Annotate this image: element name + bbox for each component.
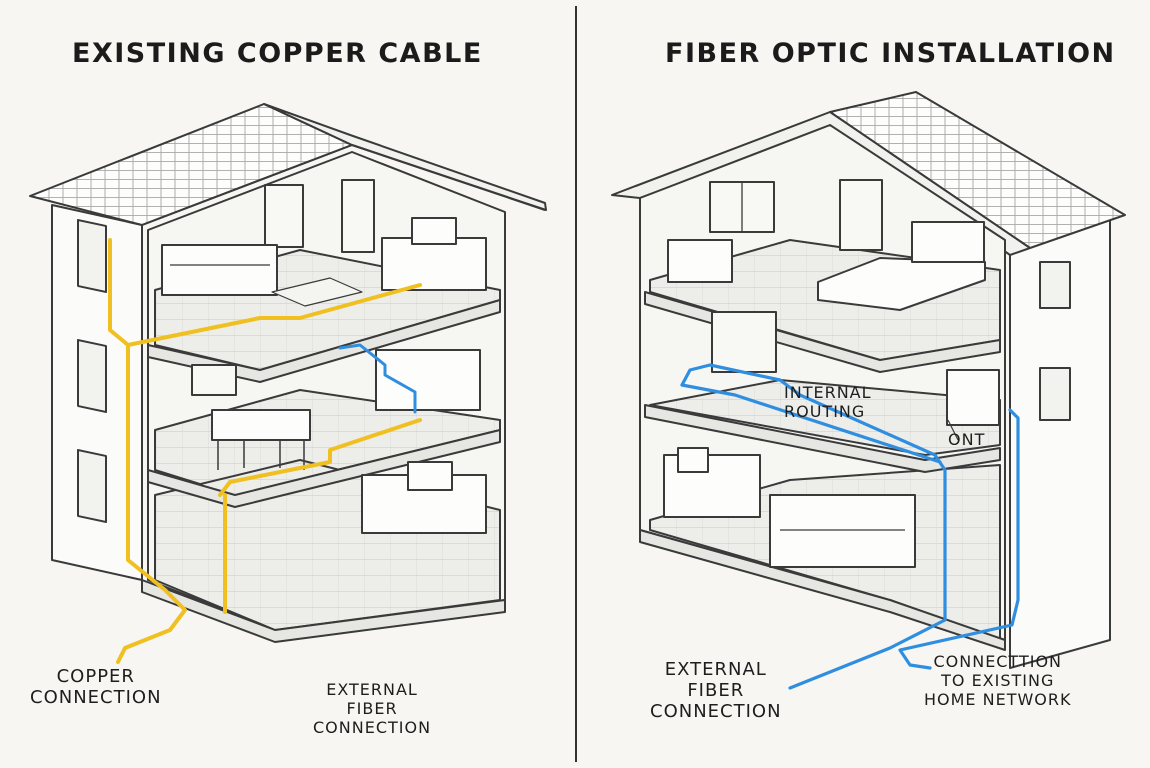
fiber-cable-internal xyxy=(680,363,947,690)
right-house xyxy=(611,91,1126,669)
copper-connection-label: COPPER CONNECTION xyxy=(30,666,162,708)
left-door-2 xyxy=(341,179,375,253)
right-house-base xyxy=(639,529,1006,651)
ont-leader xyxy=(947,419,959,441)
left-panel-title: EXISTING COPPER CABLE xyxy=(72,38,483,69)
right-side-window-2 xyxy=(1039,367,1071,421)
internal-routing-label: INTERNAL ROUTING xyxy=(784,383,872,421)
left-microwave xyxy=(407,461,453,491)
copper-cable-riser xyxy=(108,238,187,664)
right-house-slab-2 xyxy=(644,404,1001,473)
right-appliance xyxy=(677,447,709,473)
ont-label: ONT xyxy=(948,430,986,449)
right-house-slab-1 xyxy=(644,291,1001,373)
fiber-cable-internal-return xyxy=(680,383,942,464)
right-side-window-1 xyxy=(1039,261,1071,309)
left-window-2 xyxy=(77,338,107,413)
right-sofa xyxy=(769,494,916,568)
left-tv xyxy=(411,217,457,245)
fiber-cable-network xyxy=(898,408,1020,670)
left-tv-cabinet xyxy=(381,237,487,291)
left-window-inner xyxy=(191,364,237,396)
copper-cable xyxy=(108,238,422,664)
right-nightstand xyxy=(667,239,733,283)
left-window-1 xyxy=(77,218,107,293)
left-house-base xyxy=(141,579,506,643)
fiber-segment-left xyxy=(338,343,417,414)
right-headboard xyxy=(911,221,985,263)
copper-cable-mid xyxy=(218,418,422,497)
left-rug xyxy=(271,277,363,307)
right-panel-title: FIBER OPTIC INSTALLATION xyxy=(665,38,1116,69)
left-door xyxy=(264,184,304,248)
ont-box xyxy=(946,369,1000,426)
left-house xyxy=(29,103,547,643)
right-bed xyxy=(817,257,986,311)
right-external-fiber-label: EXTERNAL FIBER CONNECTION xyxy=(650,659,782,722)
network-connection-label: CONNECTTION TO EXISTING HOME NETWORK xyxy=(924,652,1072,709)
left-sofa xyxy=(161,244,278,296)
left-house-roof-front xyxy=(263,103,547,211)
right-door-top xyxy=(839,179,883,251)
left-external-fiber-label: EXTERNAL FIBER CONNECTION xyxy=(313,680,432,737)
left-window-3 xyxy=(77,448,107,523)
left-house-frame xyxy=(141,144,546,226)
copper-cable-top xyxy=(126,283,422,347)
left-table xyxy=(211,409,311,441)
right-window-mid xyxy=(711,311,777,373)
fiber-cable xyxy=(680,363,1020,690)
